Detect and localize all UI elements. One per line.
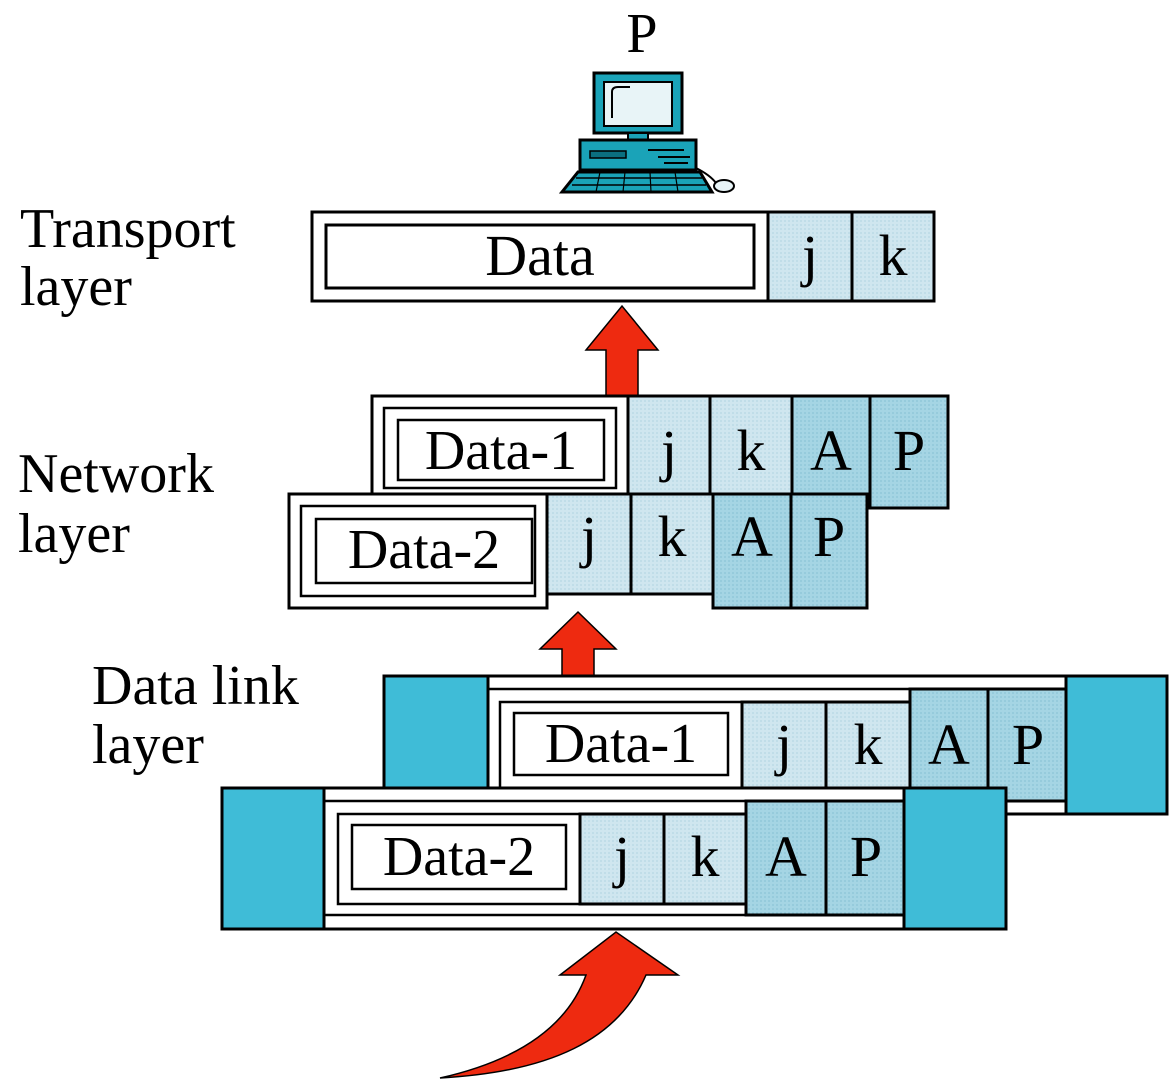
datalink-frame-1-field-j xyxy=(740,700,828,790)
network-label-line1: Network xyxy=(18,443,214,505)
computer-icon xyxy=(558,71,735,194)
transport-field-j xyxy=(766,210,854,303)
arrow-datalink-to-network xyxy=(538,610,618,677)
datalink-label-line2: layer xyxy=(92,714,204,776)
network-packet-1-field-k xyxy=(708,394,794,498)
datalink-frame-1-field-A xyxy=(908,687,990,803)
network-packet-1-field-P xyxy=(868,394,950,510)
datalink-frame-1-field-k xyxy=(824,700,912,790)
datalink-frame-1-data: Data-1 xyxy=(545,713,697,775)
transport-label-line1: Transport xyxy=(20,198,236,260)
datalink-frame-1-field-P-label: P xyxy=(1012,712,1044,777)
datalink-frame-2-field-P xyxy=(824,799,908,917)
network-packet-2: Data-2 j k A P xyxy=(287,492,869,610)
datalink-frame-2-field-k-label: k xyxy=(691,824,720,889)
datalink-frame-1-field-A-label: A xyxy=(928,712,970,777)
arrow-incoming-curved xyxy=(439,931,681,1079)
network-packet-1-field-A-label: A xyxy=(810,418,852,483)
network-packet-2-field-k-label: k xyxy=(658,504,687,569)
datalink-layer-label: Data link layer xyxy=(92,655,299,776)
datalink-frame-2-field-k xyxy=(662,812,748,906)
transport-field-k-label: k xyxy=(879,223,908,288)
datalink-frame-2-data: Data-2 xyxy=(383,826,535,888)
network-packet-1-field-A xyxy=(790,394,872,498)
network-packet-1-field-k-label: k xyxy=(737,418,766,483)
transport-field-j-label: j xyxy=(800,223,818,288)
datalink-frame-2-trailer xyxy=(902,786,1008,931)
datalink-label-line1: Data link xyxy=(92,655,299,717)
datalink-frame-2: Data-2 j k A P xyxy=(220,786,1008,931)
network-packet-2-field-P-label: P xyxy=(813,504,845,569)
datalink-frame-2-field-P-label: P xyxy=(850,824,882,889)
network-packet-2-field-j-label: j xyxy=(579,504,597,569)
network-packet-1-data: Data-1 xyxy=(425,420,577,482)
network-packet-2-field-A xyxy=(711,492,793,610)
transport-label-line2: layer xyxy=(20,256,132,318)
datalink-frame-2-field-j xyxy=(578,812,666,906)
transport-field-k xyxy=(850,210,936,303)
datalink-frame-1-field-k-label: k xyxy=(854,712,883,777)
datalink-frame-2-header xyxy=(220,786,326,931)
network-packet-2-field-j xyxy=(545,492,633,596)
transport-layer-label: Transport layer xyxy=(20,198,236,318)
network-packet-2-field-k xyxy=(629,492,715,596)
network-packet-2-field-A-label: A xyxy=(731,504,773,569)
network-packet-1-field-j-label: j xyxy=(659,418,677,483)
datalink-frame-2-field-A-label: A xyxy=(765,824,807,889)
datalink-frame-2-field-j-label: j xyxy=(612,824,630,889)
network-packet-2-field-P xyxy=(789,492,869,610)
host-label: P xyxy=(626,3,657,65)
network-layer-label: Network layer xyxy=(18,443,214,565)
network-packet-1-field-P-label: P xyxy=(893,418,925,483)
datalink-frame-1-field-j-label: j xyxy=(774,712,792,777)
transport-segment: Data j k xyxy=(310,210,936,303)
datalink-frame-1-trailer xyxy=(1064,674,1169,816)
network-packet-2-data: Data-2 xyxy=(348,519,500,581)
network-label-line2: layer xyxy=(18,503,130,565)
network-packet-1: Data-1 j k A P xyxy=(370,394,950,510)
transport-data-label: Data xyxy=(485,223,595,288)
datalink-frame-2-field-A xyxy=(744,799,828,917)
arrow-network-to-transport xyxy=(584,304,660,397)
